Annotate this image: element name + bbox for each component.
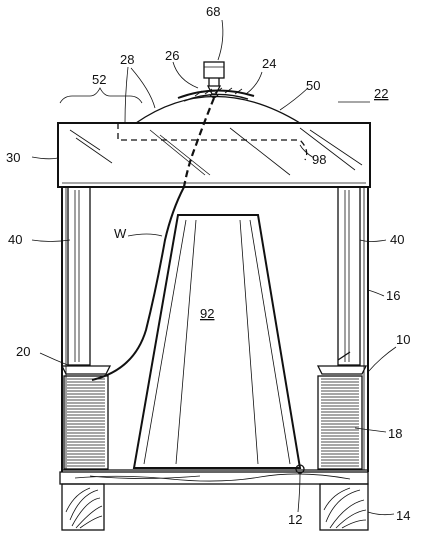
cone-mandrel xyxy=(132,214,302,469)
label-30: 30 xyxy=(6,150,20,165)
coil-left xyxy=(63,375,109,470)
emitter xyxy=(203,61,225,99)
knob xyxy=(295,464,305,474)
leader-lines xyxy=(31,19,397,516)
label-16: 16 xyxy=(386,288,400,303)
tray-right xyxy=(316,365,368,375)
column-left xyxy=(67,186,91,366)
arrow-10 xyxy=(337,351,351,361)
label-20: 20 xyxy=(16,344,30,359)
outer-frame xyxy=(61,187,369,472)
fiber-w xyxy=(91,97,216,381)
label-28: 28 xyxy=(120,52,134,67)
label-22: 22 xyxy=(374,86,388,101)
top-plate xyxy=(57,122,371,188)
label-98: 98 xyxy=(312,152,326,167)
label-14: 14 xyxy=(396,508,410,523)
label-40-left: 40 xyxy=(8,232,22,247)
label-68: 68 xyxy=(206,4,220,19)
wooden-support-left xyxy=(61,483,105,531)
floor-plank xyxy=(59,471,369,485)
label-50: 50 xyxy=(306,78,320,93)
dome-lens xyxy=(135,87,301,124)
label-40-right: 40 xyxy=(390,232,404,247)
label-18: 18 xyxy=(388,426,402,441)
tray-left xyxy=(60,365,112,375)
label-92: 92 xyxy=(200,306,214,321)
column-right xyxy=(337,186,361,366)
label-w: W xyxy=(114,226,127,241)
label-52: 52 xyxy=(92,72,106,87)
label-12: 12 xyxy=(288,512,302,527)
label-24: 24 xyxy=(262,56,276,71)
dashed-chamber xyxy=(117,123,308,161)
wooden-support-right xyxy=(319,483,369,531)
coil-right xyxy=(317,375,363,470)
label-10: 10 xyxy=(396,332,410,347)
label-26: 26 xyxy=(165,48,179,63)
